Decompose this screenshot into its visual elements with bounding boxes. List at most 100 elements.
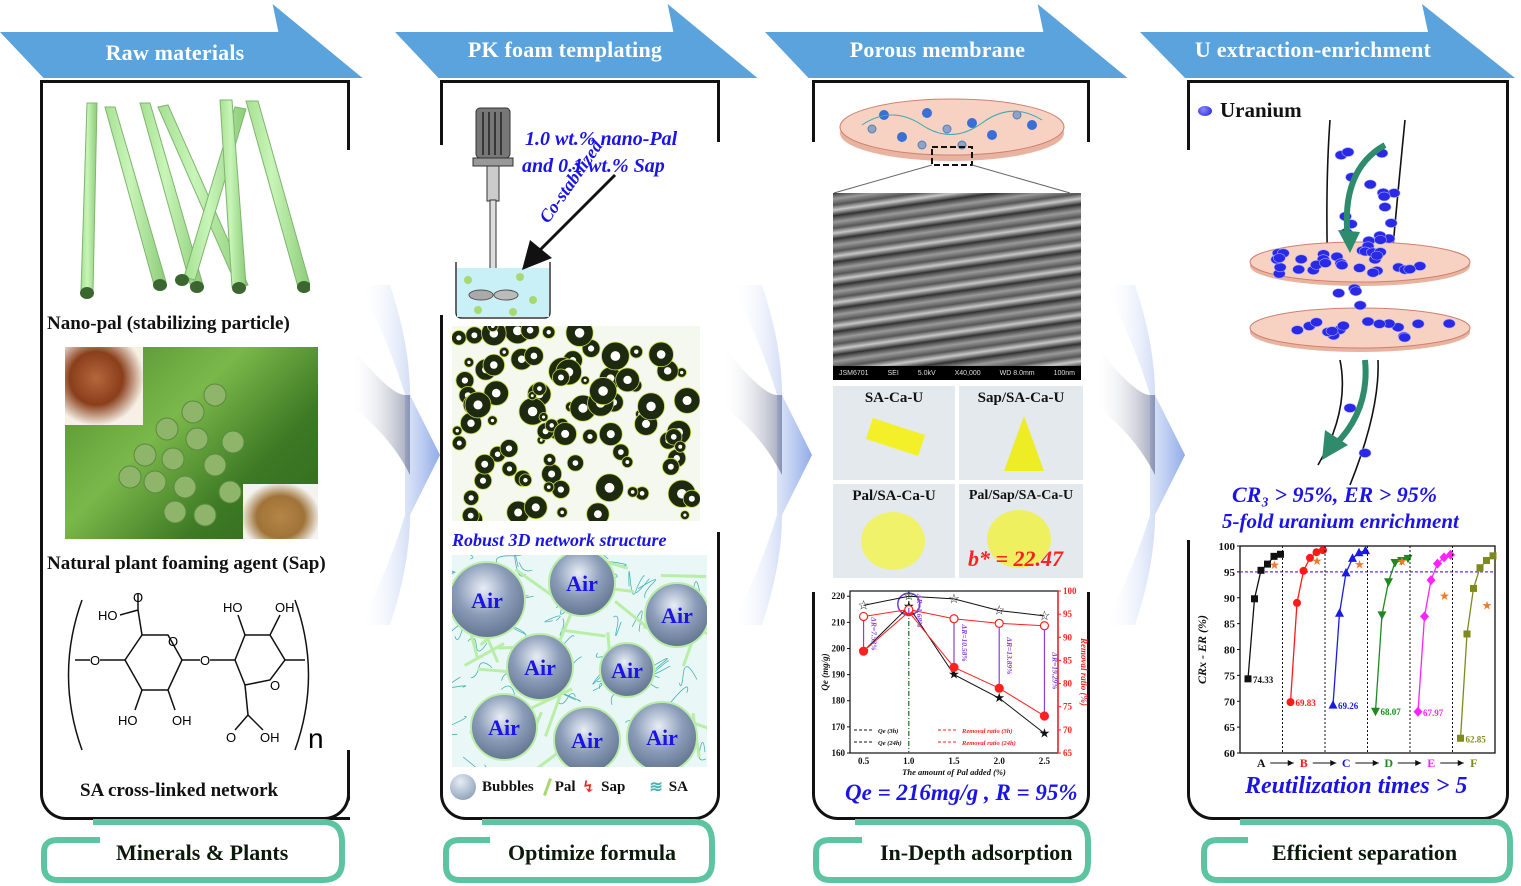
foam-bubble-core	[471, 332, 478, 339]
cycle-category-label: E	[1427, 756, 1435, 770]
foam-bubble-core	[682, 396, 692, 406]
y2-tick-label: 70	[1063, 725, 1073, 735]
pal-rod	[544, 693, 563, 737]
er-star: ★	[1397, 555, 1408, 569]
data-point	[1476, 564, 1484, 572]
sa-chain	[628, 571, 636, 595]
membrane-disc	[1249, 307, 1471, 349]
sample-film	[987, 510, 1051, 568]
data-point-star: ☆	[993, 603, 1005, 618]
sa-atom-label: O	[133, 590, 143, 605]
data-point	[1483, 556, 1490, 564]
foam-bubble-core	[467, 419, 475, 427]
footer-tag-in-depth: In-Depth adsorption	[810, 818, 1095, 884]
sample-sa-ca-u: SA-Ca-U	[833, 386, 955, 480]
y-tick-label: 100	[1219, 541, 1236, 553]
sa-atom-label: OH	[275, 600, 295, 615]
cycle-arrow-head	[1457, 760, 1464, 766]
air-label: Air	[488, 715, 520, 740]
uranium-ion	[1349, 286, 1363, 297]
footer-tag-shape	[813, 819, 1091, 883]
header-arrow-shape	[395, 4, 758, 78]
air-bubble	[626, 701, 698, 767]
uranium-ion	[1353, 263, 1366, 273]
sa-chain	[678, 666, 698, 687]
foam-bubble-core	[455, 429, 459, 433]
sa-chain	[635, 575, 650, 594]
sample-sap-sa-ca-u: Sap/SA-Ca-U	[959, 386, 1083, 480]
foam-bubble-core	[630, 490, 635, 494]
foam-bubble-core	[606, 430, 615, 439]
data-point	[1371, 707, 1380, 717]
y-tick-label: 200	[832, 643, 846, 653]
data-point	[1348, 553, 1357, 562]
cycle-category-label: F	[1470, 756, 1477, 770]
panel-gap	[1184, 150, 1192, 540]
sem-info-bar: JSM6701 SEI 5.0kV X40,000 WD 8.0mm 100nm	[833, 366, 1081, 380]
data-point	[1319, 546, 1327, 555]
uranium-ion	[1337, 320, 1350, 331]
x-tick-label: 1.5	[948, 756, 960, 766]
data-point	[1286, 698, 1295, 707]
data-point	[1328, 700, 1338, 709]
sap-legend-icon: ↯	[581, 779, 596, 796]
membrane-disc	[833, 98, 1071, 194]
data-point	[1397, 556, 1406, 566]
sa-chain	[592, 682, 603, 692]
data-point	[1264, 560, 1271, 568]
panel-gap	[716, 142, 724, 532]
pal-rod	[80, 102, 98, 292]
stage-title: Porous membrane	[849, 37, 1026, 62]
sa-chain	[462, 756, 487, 767]
y2-tick-label: 75	[1063, 702, 1073, 712]
sa-repeat-n: n	[308, 723, 324, 754]
sa-atom-label: HO	[98, 608, 118, 623]
er-star: ★	[1439, 589, 1450, 603]
sa-chain	[637, 579, 657, 599]
x-tick-label: 1.0	[903, 756, 915, 766]
sa-chain	[613, 615, 622, 637]
foam-bubble-core	[625, 460, 630, 464]
sa-atom-label: O	[270, 678, 280, 693]
sample-film	[1004, 416, 1044, 471]
uranium-ion	[1273, 253, 1286, 263]
data-point	[1257, 566, 1265, 574]
foam-bubble-core	[514, 508, 523, 517]
header-arrow-shape	[765, 4, 1128, 78]
foam-bubble-core	[461, 377, 469, 384]
uranium-ion	[1335, 260, 1349, 270]
x-tick-label: 2.0	[994, 756, 1006, 766]
legend-sap: Sap	[601, 778, 626, 795]
uranium-ion	[1384, 218, 1398, 228]
data-point	[1470, 584, 1477, 592]
foam-bubble-core	[546, 485, 551, 489]
y2-tick-label: 100	[1063, 586, 1077, 596]
air-label: Air	[471, 588, 503, 613]
sem-image: JSM6701 SEI 5.0kV X40,000 WD 8.0mm 100nm	[833, 193, 1081, 380]
data-point-circle	[949, 662, 959, 672]
foam-bubble-core	[680, 370, 684, 375]
connector-arrow-1	[350, 285, 440, 625]
data-point-circle	[858, 611, 869, 622]
foam-bubble-core	[531, 503, 540, 512]
pal-rod	[560, 628, 606, 638]
foam-bubble-core	[561, 429, 570, 438]
uranium-ion	[1292, 264, 1305, 275]
air-bubble	[548, 555, 616, 617]
data-point-circle	[1039, 621, 1050, 631]
cycle-category-label: A	[1257, 756, 1266, 770]
uranium-ion	[1358, 448, 1372, 458]
uranium-ion	[1366, 267, 1380, 278]
first-cycle-label: 74.33	[1253, 675, 1274, 685]
uranium-label: Uranium	[1220, 98, 1302, 122]
foam-bubble-core	[547, 457, 552, 462]
footer-tag-optimize: Optimize formula	[440, 818, 720, 884]
y2-tick-label: 95	[1063, 609, 1073, 619]
y-tick-label: 65	[1224, 722, 1236, 734]
air-bubble	[452, 561, 526, 639]
cycle-arrow-head	[1287, 760, 1294, 766]
flow-arrow	[1343, 142, 1387, 241]
stage-header-raw-materials: Raw materials	[0, 2, 370, 78]
foam-bubble-core	[670, 433, 677, 440]
